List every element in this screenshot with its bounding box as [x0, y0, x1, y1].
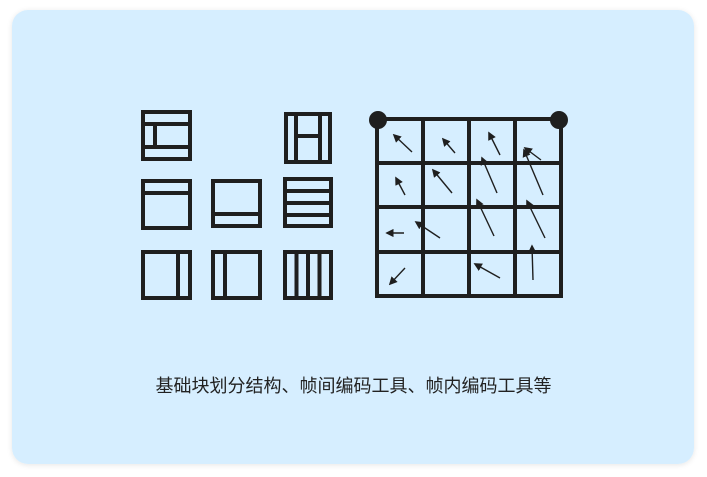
motion-vector-arrow-icon	[526, 199, 546, 239]
partition-vertical-quad-split-icon	[283, 250, 333, 300]
motion-vector-arrow-icon	[431, 168, 453, 194]
partition-horizontal-ternary-split-icon	[141, 110, 192, 161]
motion-vector-arrow-icon	[392, 133, 413, 153]
partition-vertical-binary-split-left-icon	[211, 250, 262, 300]
partition-horizontal-quad-split-icon	[283, 177, 333, 228]
control-point-top-left-icon	[369, 111, 387, 129]
partition-horizontal-binary-split-icon	[141, 179, 192, 230]
motion-vector-arrow-icon	[473, 263, 501, 279]
affine-motion-grid	[369, 111, 568, 298]
partition-vertical-binary-split-icon	[141, 250, 192, 300]
block-partition-patterns	[141, 110, 333, 300]
motion-vector-arrow-icon	[395, 176, 406, 196]
motion-vector-arrow-icon	[476, 198, 495, 237]
control-point-top-right-icon	[550, 111, 568, 129]
motion-grid-lines	[375, 117, 563, 298]
motion-vector-arrow-icon	[441, 137, 456, 154]
motion-vectors	[385, 131, 546, 286]
motion-vector-arrow-icon	[527, 244, 537, 281]
motion-vector-arrow-icon	[488, 131, 501, 156]
motion-vector-arrow-icon	[480, 156, 498, 194]
motion-vector-arrow-icon	[414, 221, 441, 239]
partition-horizontal-binary-split-bottom-icon	[211, 179, 262, 228]
partition-vertical-ternary-split-icon	[284, 112, 332, 164]
motion-vector-arrow-icon	[388, 267, 406, 286]
feature-caption: 基础块划分结构、帧间编码工具、帧内编码工具等	[155, 376, 552, 397]
motion-vector-arrow-icon	[522, 148, 544, 196]
